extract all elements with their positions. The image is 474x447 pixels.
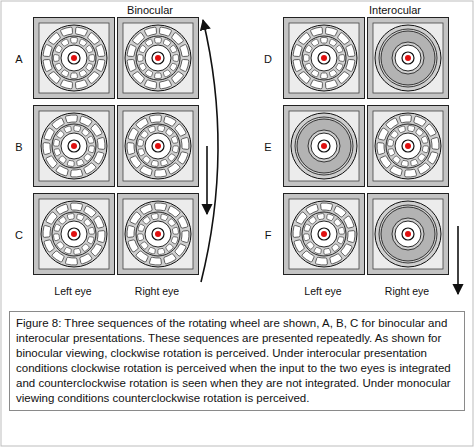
wheel-cell <box>118 194 199 275</box>
sequence-arrow <box>206 146 208 214</box>
wheel-cell <box>368 106 449 187</box>
label-slot: F <box>265 225 272 243</box>
wheel-cell <box>34 194 115 275</box>
wheel-group <box>34 18 449 275</box>
caption-box: Figure 8: Three sequences of the rotatin… <box>9 311 465 411</box>
label-slot: D <box>264 49 272 67</box>
panel-heading: Binocular <box>127 4 173 16</box>
panel-heading: Interocular <box>369 4 421 16</box>
wheel-cell <box>118 106 199 187</box>
label-slot: Left eye <box>54 281 91 299</box>
cycle-arrow <box>201 20 218 282</box>
label-slot: Binocular <box>127 0 173 18</box>
wheel-cell <box>34 106 115 187</box>
wheel-cell <box>284 18 365 99</box>
label-slot: C <box>15 225 23 243</box>
wheel-cell <box>118 18 199 99</box>
wheel-cell <box>284 194 365 275</box>
wheel-cell <box>34 18 115 99</box>
row-letter: C <box>15 229 23 241</box>
row-letter: F <box>265 229 272 241</box>
figure-caption: Figure 8: Three sequences of the rotatin… <box>16 316 458 406</box>
row-letter: E <box>264 141 271 153</box>
wheel-cell <box>284 106 365 187</box>
eye-label: Right eye <box>385 285 429 297</box>
row-letter: D <box>264 53 272 65</box>
eye-label: Right eye <box>135 285 179 297</box>
label-slot: Right eye <box>135 281 179 299</box>
row-letter: A <box>15 53 22 65</box>
eye-label: Left eye <box>304 285 341 297</box>
eye-label: Left eye <box>54 285 91 297</box>
label-slot: Left eye <box>304 281 341 299</box>
sequence-arrow <box>457 226 459 294</box>
wheel-cell <box>368 194 449 275</box>
row-letter: B <box>15 141 22 153</box>
label-slot: B <box>15 137 22 155</box>
wheel-cell <box>368 18 449 99</box>
label-slot: Right eye <box>385 281 429 299</box>
label-slot: E <box>264 137 271 155</box>
label-slot: A <box>15 49 22 67</box>
label-slot: Interocular <box>369 0 421 18</box>
